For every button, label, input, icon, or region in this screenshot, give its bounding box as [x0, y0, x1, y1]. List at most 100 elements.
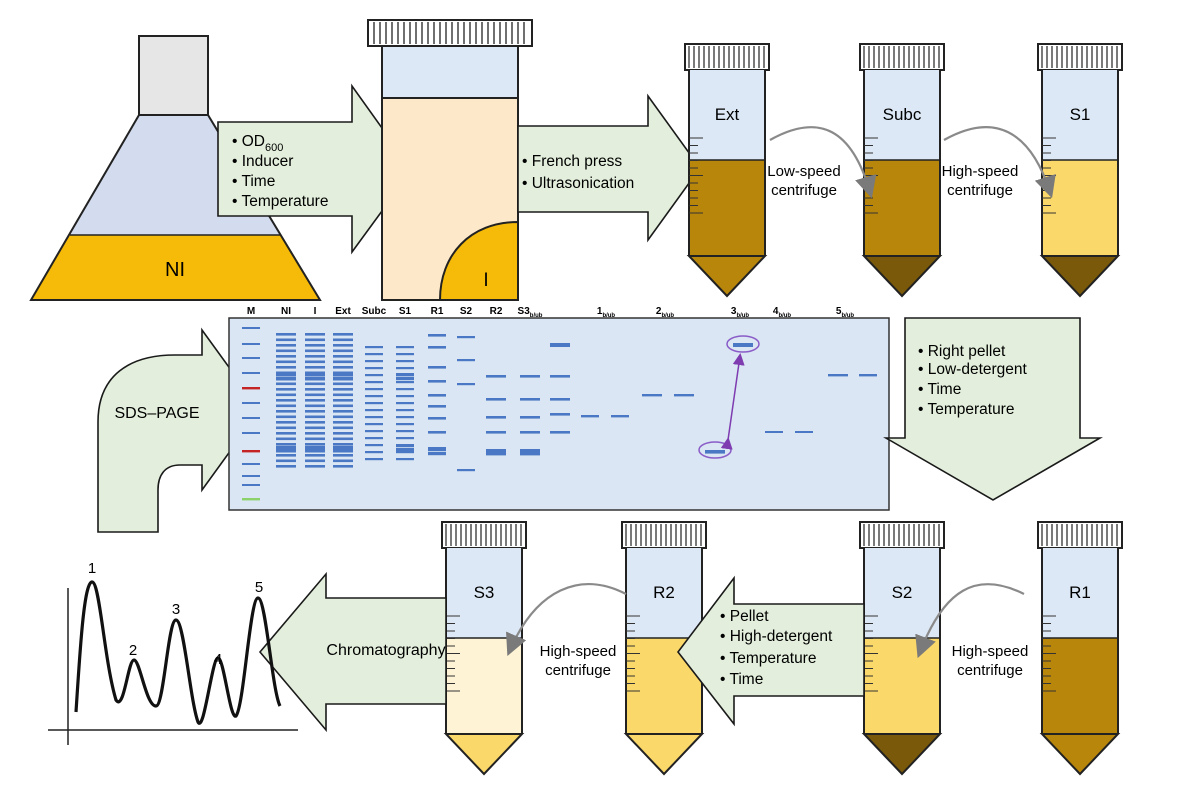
- svg-text:High-speed: High-speed: [952, 643, 1029, 660]
- gel-band: [396, 451, 414, 454]
- gel-band: [333, 338, 353, 342]
- gel-band: [365, 360, 383, 363]
- gel-band: [333, 459, 353, 463]
- gel-band: [365, 444, 383, 447]
- gel-band: [276, 373, 296, 377]
- tube-liquid: [1042, 160, 1118, 256]
- tube-label-s1: S1: [1070, 105, 1091, 124]
- gel-band: [486, 416, 506, 419]
- gel-band: [365, 353, 383, 356]
- gel-band: [396, 388, 414, 391]
- lane-label: R2: [490, 306, 503, 317]
- gel-band: [396, 402, 414, 405]
- gel-band: [333, 410, 353, 413]
- tube-label-r2: R2: [653, 583, 675, 602]
- gel-band: [276, 360, 296, 364]
- gel-band: [396, 423, 414, 426]
- gel-band: [333, 393, 353, 397]
- gel-band: [305, 366, 325, 369]
- gel-band: [365, 346, 383, 349]
- lane-label: M: [247, 306, 255, 317]
- gel-band: [428, 334, 446, 337]
- gel-band: [396, 448, 414, 452]
- gel-band: [242, 387, 260, 390]
- induction-arrow: • OD600 • Inducer • Time • Temperature: [217, 83, 413, 255]
- bullet-right-pellet: • Right pellet: [918, 343, 1006, 360]
- gel-band: [581, 415, 599, 418]
- gel-band: [305, 373, 325, 377]
- gel-band: [305, 459, 325, 463]
- gel-band: [365, 367, 383, 370]
- gel-band: [396, 381, 414, 384]
- lane-label: 5b/ub: [836, 306, 855, 319]
- gel-band: [305, 382, 325, 386]
- gel-band: [457, 469, 475, 472]
- tube-cap: [684, 43, 770, 71]
- gel-band: [428, 452, 446, 456]
- gel-band: [276, 459, 296, 463]
- gel-band: [674, 394, 694, 397]
- bullet-inducer: • Inducer: [232, 153, 293, 170]
- gel-band: [276, 415, 296, 419]
- gel-band: [333, 421, 353, 424]
- gel-band: [276, 465, 296, 468]
- tube-cap: [859, 43, 945, 71]
- gel-band: [333, 371, 353, 375]
- bullet-temperature-2: • Temperature: [918, 401, 1014, 418]
- bullet-time: • Time: [232, 173, 275, 190]
- gel-band: [396, 458, 414, 461]
- tube-liquid: [864, 638, 940, 734]
- gel-band: [365, 423, 383, 426]
- inclusion-body: [438, 220, 519, 301]
- flask-cap: [138, 35, 209, 116]
- gel-band: [428, 366, 446, 369]
- tube-cap: [441, 521, 527, 549]
- bullet-low-detergent: • Low-detergent: [918, 361, 1028, 378]
- gel-band: [765, 431, 783, 433]
- tube-cap: [1037, 43, 1123, 71]
- peak-label-1: 1: [88, 560, 96, 577]
- tube-cap: [1037, 521, 1123, 549]
- gel-band: [365, 402, 383, 405]
- gel-band: [428, 405, 446, 408]
- gel-band: [333, 437, 353, 441]
- gel-band: [486, 375, 506, 378]
- gel-band: [242, 498, 260, 501]
- tube-label-ext: Ext: [715, 105, 740, 124]
- gel-band-comparison: [698, 335, 760, 459]
- gel-band: [276, 443, 296, 446]
- gel-band: [520, 452, 540, 456]
- bullet-time-3: • Time: [720, 671, 763, 688]
- sds-page-arrow: SDS–PAGE: [97, 327, 261, 533]
- gel-band: [365, 374, 383, 377]
- lane-label: S2: [460, 306, 473, 317]
- gel-band: [365, 416, 383, 419]
- sds-page-label: SDS–PAGE: [114, 405, 199, 422]
- gel-band: [276, 421, 296, 424]
- gel-band: [333, 366, 353, 369]
- gel-band: [859, 374, 877, 377]
- gel-band: [396, 444, 414, 448]
- chromatogram-trace: [74, 580, 282, 725]
- wash-arrow: • Right pellet • Low-detergent • Time • …: [883, 317, 1103, 501]
- gel-band: [276, 446, 296, 450]
- gel-band: [396, 416, 414, 419]
- gel-band: [365, 458, 383, 461]
- gel-band: [550, 413, 570, 416]
- gel-band: [242, 475, 260, 477]
- gel-band: [428, 380, 446, 383]
- gel-band: [305, 360, 325, 364]
- gel-band: [428, 346, 446, 349]
- svg-text:centrifuge: centrifuge: [771, 182, 837, 199]
- gel-band: [276, 349, 296, 353]
- gel-band: [305, 388, 325, 391]
- gel-band: [486, 431, 506, 434]
- gel-band: [276, 399, 296, 402]
- gel-band: [365, 409, 383, 412]
- gel-band: [396, 346, 414, 349]
- gel-band: [333, 349, 353, 353]
- centrifuge-arrow-low-speed: Low-speed centrifuge: [767, 126, 877, 199]
- gel-band: [242, 327, 260, 329]
- chromatogram: 1 2 3 4 5: [48, 560, 298, 745]
- gel-band: [242, 417, 260, 419]
